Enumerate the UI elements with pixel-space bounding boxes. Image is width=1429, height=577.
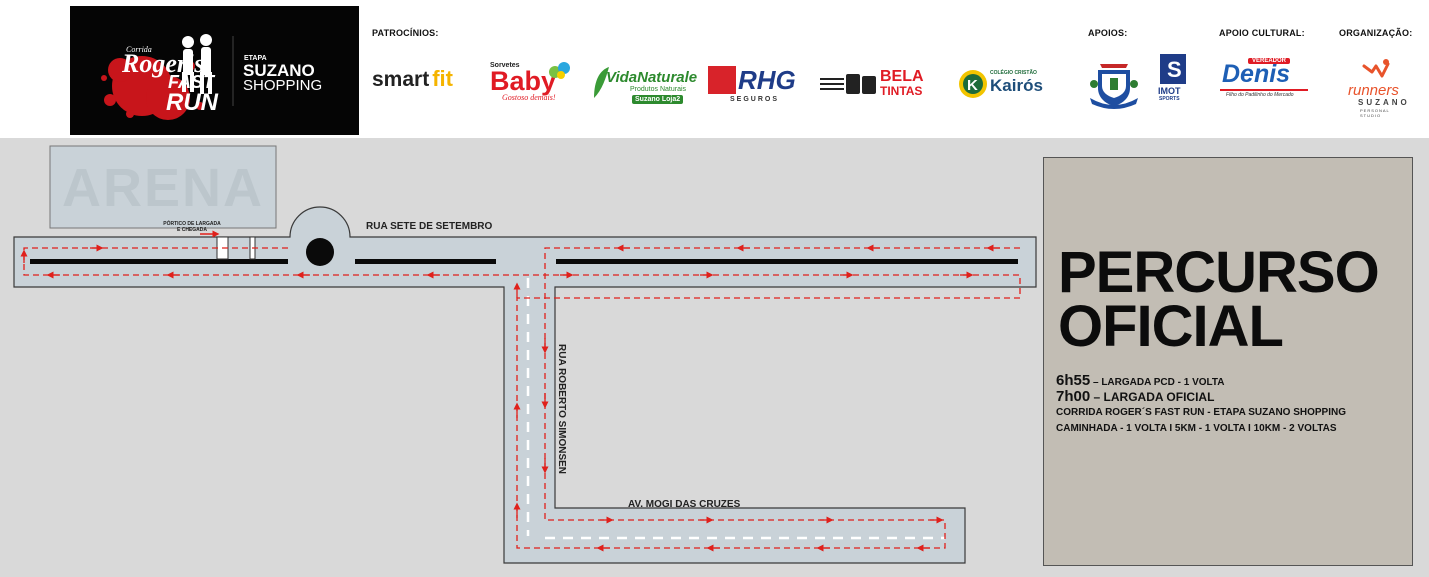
schedule-pcd-desc: – LARGADA PCD - 1 VOLTA [1090, 377, 1225, 388]
runner-figure-icon [1362, 59, 1390, 78]
panel-title: PERCURSO OFICIAL [1058, 240, 1380, 359]
cultural-support-label: APOIO CULTURAL: [1219, 28, 1305, 38]
logo-run: RUN [166, 89, 219, 116]
roundabout-icon [306, 238, 334, 266]
street-label-vertical: RUA ROBERTO SIMONSEN [556, 344, 567, 474]
portico-label-1: PÓRTICO DE LARGADA [163, 219, 221, 227]
schedule-official: 7h00 – LARGADA OFICIAL [1056, 388, 1214, 405]
denis-name: Denis [1222, 60, 1291, 88]
imot-name: IMOT [1158, 86, 1181, 96]
kairos-top: COLÉGIO CRISTÃO [990, 70, 1037, 76]
denis-top: VEREADOR [1248, 58, 1291, 64]
race-name-line: CORRIDA ROGER´S FAST RUN - ETAPA SUZANO … [1056, 407, 1347, 418]
imot-s-icon [1160, 54, 1186, 84]
svg-text:K: K [967, 77, 978, 94]
rhg-sub: SEGUROS [730, 96, 780, 103]
stage-label: ETAPA [244, 55, 267, 62]
arena-block [49, 145, 277, 229]
schedule-pcd-time: 6h55 [1056, 372, 1091, 389]
sponsors-label: PATROCÍNIOS: [372, 28, 439, 38]
panel-title-line-2: OFICIAL [1058, 294, 1284, 359]
street-label-bottom: AV. MOGI DAS CRUZES [628, 499, 741, 510]
rhg-name: RHG [738, 65, 796, 95]
sponsor-belatintas-logo: BELA TINTAS [820, 68, 940, 100]
logo-prefix: Corrida [126, 45, 152, 54]
kairos-k-icon: K [959, 70, 987, 98]
runners-silhouette-icon [182, 34, 212, 94]
leaf-icon [594, 67, 609, 98]
support-imot-logo: S IMOT SPORTS [1158, 54, 1190, 114]
direction-arrows [20, 244, 1000, 552]
road-centerlines [526, 278, 945, 540]
sponsor-rhg-logo: RHG SEGUROS [708, 65, 800, 106]
sponsor-kairos-logo: K COLÉGIO CRISTÃO Kairós [958, 68, 1058, 102]
vidanaturale-badge: Suzano Loja2 [632, 95, 684, 104]
sponsor-vidanaturale-logo: VidaNaturale Produtos Naturais Suzano Lo… [592, 66, 697, 106]
panel-title-line-1: PERCURSO [1058, 240, 1380, 305]
road-dividers [30, 259, 1018, 264]
rhg-mark-icon [708, 66, 736, 94]
runners-tag: PERSONAL STUDIO [1360, 108, 1390, 118]
roads [13, 206, 1037, 564]
event-logo-graphic: Corrida Roger's FAST RUN ETAPA SUZANO SH… [101, 34, 322, 120]
sponsor-header: Corrida Roger's FAST RUN ETAPA SUZANO SH… [0, 0, 1429, 138]
street-label-top: RUA SETE DE SETEMBRO [366, 221, 493, 232]
smartfit-accent: fit [432, 66, 453, 91]
stage-name: SUZANO [243, 61, 315, 80]
kairos-name: Kairós [990, 76, 1043, 95]
paint-cans-icon [820, 74, 876, 94]
supports-label: APOIOS: [1088, 28, 1128, 38]
sponsor-baby-logo: Sorvetes Baby Gostoso demais! [490, 62, 576, 108]
baby-tag: Gostoso demais! [502, 93, 556, 102]
baby-top: Sorvetes [490, 62, 520, 69]
road-outline [13, 206, 1037, 564]
race-route-line [23, 247, 1021, 549]
denis-sub: Filho do Padilinho do Mercado [1226, 92, 1294, 98]
arena-label: ARENA [62, 158, 264, 218]
logo-fast: FAST [168, 72, 216, 92]
route-map-svg: ARENA PÓRTICO DE LARGADA E CHEGADA [13, 145, 1037, 564]
organization-label: ORGANIZAÇÃO: [1339, 28, 1413, 38]
vidanaturale-name: VidaNaturale [606, 69, 698, 86]
runners-sub: SUZANO [1358, 98, 1410, 107]
stage-sub: SHOPPING [243, 77, 322, 94]
belatintas-sub: TINTAS [880, 84, 923, 98]
blood-splatter-icon [101, 56, 204, 120]
cultural-denis-logo: VEREADOR Denis Filho do Padilinho do Mer… [1220, 58, 1314, 102]
route-info-panel: PERCURSO OFICIAL 6h55 – LARGADA PCD - 1 … [1043, 157, 1413, 566]
ice-cream-balls-icon [549, 62, 570, 79]
schedule-pcd: 6h55 – LARGADA PCD - 1 VOLTA [1056, 372, 1224, 389]
vidanaturale-sub: Produtos Naturais [630, 86, 687, 93]
runners-name: runners [1348, 82, 1399, 99]
baby-name: Baby [490, 66, 557, 96]
portico-label-2: E CHEGADA [177, 227, 207, 233]
belatintas-name: BELA [880, 68, 924, 85]
event-logo-banner: Corrida Roger's FAST RUN ETAPA SUZANO SH… [70, 6, 359, 135]
distances-line: CAMINHADA - 1 VOLTA I 5KM - 1 VOLTA I 10… [1056, 423, 1337, 434]
imot-sub: SPORTS [1159, 96, 1180, 102]
smartfit-name: smart [372, 68, 430, 91]
city-coat-of-arms-icon [1090, 64, 1138, 109]
schedule-official-time: 7h00 [1056, 388, 1091, 405]
logo-name: Roger's [121, 49, 204, 78]
org-runners-logo: runners SUZANO PERSONAL STUDIO [1346, 58, 1412, 118]
schedule-official-desc: – LARGADA OFICIAL [1090, 390, 1215, 404]
